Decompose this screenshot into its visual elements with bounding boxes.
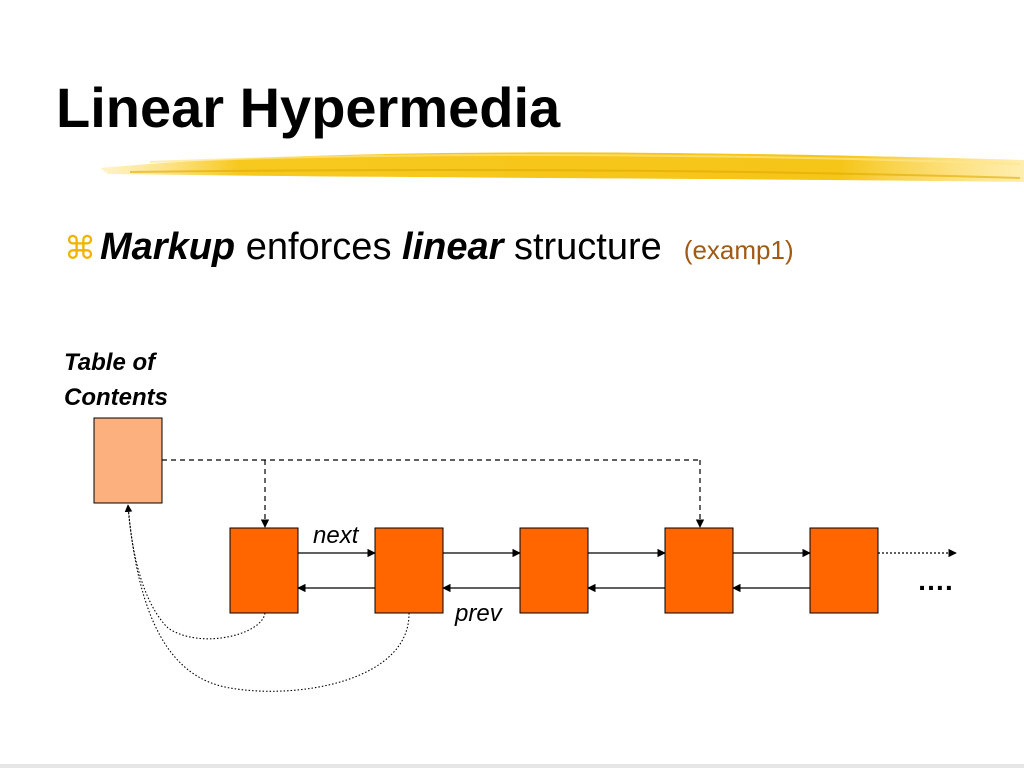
brush-stroke-shadow	[129, 169, 1021, 179]
toc-label-line1: Table of	[64, 349, 157, 376]
next-label: next	[313, 522, 360, 549]
bullet-text-structure: structure	[503, 226, 662, 268]
continuation-ellipsis: ….	[917, 565, 953, 596]
bullet-command-icon: ⌘	[64, 229, 96, 267]
toc-label-line2: Contents	[64, 384, 168, 411]
bullet-keyword-markup: Markup	[100, 226, 236, 268]
brush-stroke	[100, 152, 1024, 182]
toc-box	[93, 417, 163, 504]
example-reference-link[interactable]: (examp1)	[683, 235, 794, 265]
back-link-page1-to-toc	[124, 504, 266, 640]
bullet-point: ⌘Markup enforces linear structure (examp1…	[64, 222, 794, 272]
title-underline-brush	[100, 152, 1024, 182]
bullet-text-enforces: enforces	[235, 226, 403, 268]
footer-divider	[0, 764, 1024, 768]
page-box-1	[229, 527, 299, 614]
prev-label: prev	[454, 600, 504, 627]
slide-title: Linear Hypermedia	[56, 76, 561, 139]
page-box-2	[374, 527, 444, 614]
page-box-5	[809, 527, 879, 614]
page-box-4	[664, 527, 734, 614]
page-box-3	[519, 527, 589, 614]
brush-stroke-highlight	[149, 154, 1021, 165]
bullet-keyword-linear: linear	[402, 226, 504, 268]
